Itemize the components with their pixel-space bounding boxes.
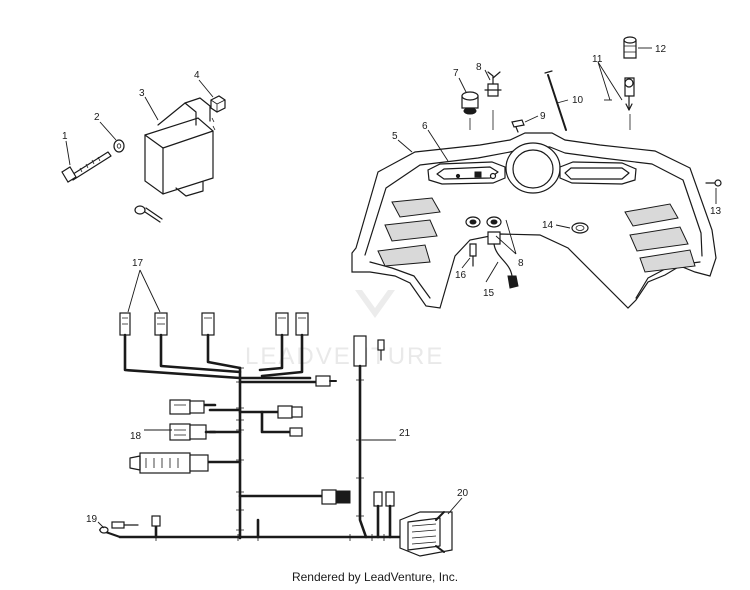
callout-13: 13 xyxy=(710,206,722,217)
callout-17: 17 xyxy=(132,258,144,269)
part-ring-terminal xyxy=(134,205,163,223)
callout-12: 12 xyxy=(655,44,667,55)
part-connectors-top xyxy=(119,269,309,336)
part-lamp-socket-top xyxy=(484,69,502,130)
part-screw-small xyxy=(511,115,539,133)
callout-11: 11 xyxy=(592,54,603,65)
callout-7: 7 xyxy=(453,68,459,79)
part-dashboard xyxy=(351,132,717,309)
part-connector-block xyxy=(399,497,463,557)
callout-5: 5 xyxy=(392,131,398,142)
part-bulb xyxy=(597,61,635,130)
callout-labels: 1 2 3 4 5 6 7 8 8 9 10 11 12 13 14 15 16… xyxy=(62,44,722,525)
callout-2: 2 xyxy=(94,112,100,123)
part-grommet xyxy=(555,222,589,234)
footer-credit: Rendered by LeadVenture, Inc. xyxy=(291,570,459,584)
part-long-wire xyxy=(353,335,396,539)
leadventure-logo xyxy=(355,290,395,318)
part-screw-right xyxy=(705,179,722,204)
callout-1: 1 xyxy=(62,131,68,142)
callout-10: 10 xyxy=(572,95,584,106)
callout-8-top: 8 xyxy=(476,62,482,73)
callout-9: 9 xyxy=(540,111,546,122)
part-rod xyxy=(544,70,569,131)
callout-4: 4 xyxy=(194,70,200,81)
part-socket-lower xyxy=(461,216,519,289)
watermark: LEADVENTURE xyxy=(245,290,444,370)
part-washer xyxy=(99,121,125,153)
callout-8-lower: 8 xyxy=(518,258,524,269)
callout-18: 18 xyxy=(130,431,142,442)
watermark-text: LEADVENTURE xyxy=(245,343,444,370)
part-knob xyxy=(458,77,479,130)
callout-15: 15 xyxy=(483,288,495,299)
part-wire-harness xyxy=(97,333,402,540)
harness-clips xyxy=(155,367,385,541)
callout-3: 3 xyxy=(139,88,145,99)
callout-21: 21 xyxy=(399,428,411,439)
part-bolt xyxy=(61,140,112,183)
callout-19: 19 xyxy=(86,514,98,525)
part-bulb-cap xyxy=(623,36,652,59)
callout-16: 16 xyxy=(455,270,467,281)
callout-20: 20 xyxy=(457,488,469,499)
callout-14: 14 xyxy=(542,220,554,231)
part-module-box xyxy=(144,96,214,197)
part-nut xyxy=(198,79,226,131)
callout-6: 6 xyxy=(422,121,428,132)
